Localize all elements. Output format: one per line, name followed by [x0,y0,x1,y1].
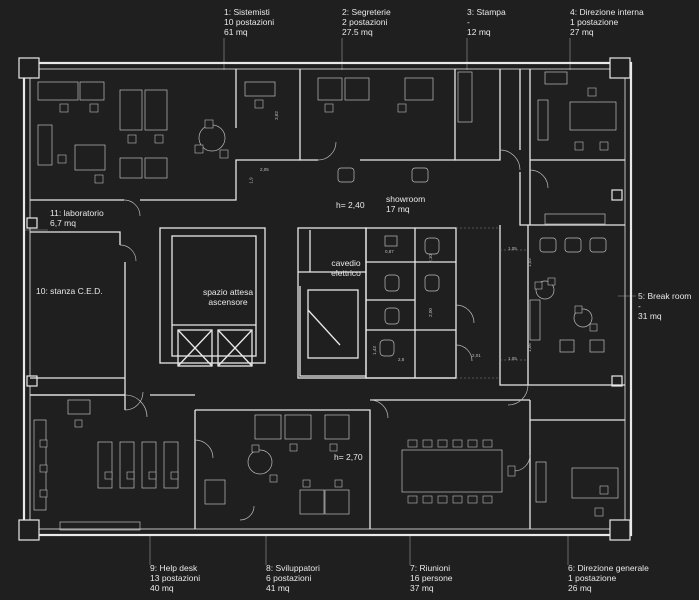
room-area: 37 mq [410,583,434,593]
room-area: 17 mq [386,204,410,214]
showroom-height: h= 2,40 [336,200,365,210]
room-capacity: 2 postazioni [342,17,388,27]
label-line: spazio attesa [202,287,254,297]
room-name: 1: Sistemisti [224,7,270,17]
room-label-direzione-interna: 4: Direzione interna 1 postazione 27 mq [570,7,644,37]
dimension-label: 1,05 [508,356,517,361]
room-name: 4: Direzione interna [570,7,644,17]
room-capacity: - [467,17,470,27]
room-area: 27 mq [570,27,594,37]
room-name: 10: stanza C.E.D. [36,286,103,296]
outer-walls [22,61,633,537]
desks [33,71,619,531]
label-line: ascensore [208,297,248,307]
dimension-label: 1,02 [526,258,532,267]
label-leaders [24,38,636,565]
dimension-label: 2,8 [398,357,405,362]
columns [18,57,631,541]
room-capacity: 6 postazioni [266,573,312,583]
room-label-help-desk: 9: Help desk 13 postazioni 40 mq [150,563,200,593]
room-capacity: 1 postazione [570,17,619,27]
room-label-showroom: showroom 17 mq [386,194,425,214]
room-capacity: 10 postazioni [224,17,275,27]
room-label-direzione-generale: 6: Direzione generale 1 postazione 26 mq [568,563,649,593]
chairs [39,87,609,517]
room-area: 6,7 mq [50,218,76,228]
room-area: 40 mq [150,583,174,593]
room-name: 6: Direzione generale [568,563,649,573]
room-label-break-room: 5: Break room - 31 mq [638,291,691,321]
room-label-attesa: spazio attesa ascensore [192,287,264,307]
dimension-label: 2,00 [427,308,433,317]
room-capacity: 1 postazione [568,573,617,583]
room-label-sviluppatori: 8: Sviluppatori 6 postazioni 41 mq [266,563,320,593]
dimension-label: 1,05 [508,246,517,251]
room-capacity: 13 postazioni [150,573,201,583]
dimension-label: 1,06 [526,343,532,352]
room-capacity: - [638,301,641,311]
room-name: 9: Help desk [150,563,198,573]
room-name: 8: Sviluppatori [266,563,320,573]
room-label-segreterie: 2: Segreterie 2 postazioni 27.5 mq [342,7,391,37]
room-capacity: 16 persone [410,573,453,583]
room-name: 5: Break room [638,291,692,301]
label-line: cavedio [331,258,361,268]
doors [119,141,549,521]
room-name: 7: Riunioni [410,563,451,573]
room-area: 61 mq [224,27,248,37]
sviluppatori-height: h= 2,70 [334,452,363,462]
dimension-label: 0,87 [385,249,394,254]
reference-lines [456,227,528,379]
dimension-label: 1,9 [248,177,254,184]
dimension-label: 2,10 [427,254,433,263]
room-area: 12 mq [467,27,491,37]
dimension-label: 2,05 [260,167,269,172]
room-name: 11: laboratorio [50,208,104,218]
room-area: 26 mq [568,583,592,593]
room-name: showroom [386,194,426,204]
room-label-stampa: 3: Stampa - 12 mq [467,7,506,37]
interior-walls [30,69,625,529]
label-line: elettrico [331,268,361,278]
dimension-label: 1,43 [371,346,377,355]
room-label-laboratorio: 11: laboratorio 6,7 mq [50,208,104,228]
room-label-riunioni: 7: Riunioni 16 persone 37 mq [410,563,453,593]
room-area: 27.5 mq [342,27,373,37]
room-area: 41 mq [266,583,290,593]
room-name: 2: Segreterie [342,7,391,17]
room-label-ced: 10: stanza C.E.D. [36,286,103,296]
dimension-label: 3,82 [273,111,279,120]
room-area: 31 mq [638,311,662,321]
room-label-sistemisti: 1: Sistemisti 10 postazioni 61 mq [224,7,274,37]
room-label-cavedio: cavedio elettrico [326,258,366,278]
dimension-label: 2,01 [472,353,481,358]
room-name: 3: Stampa [467,7,506,17]
